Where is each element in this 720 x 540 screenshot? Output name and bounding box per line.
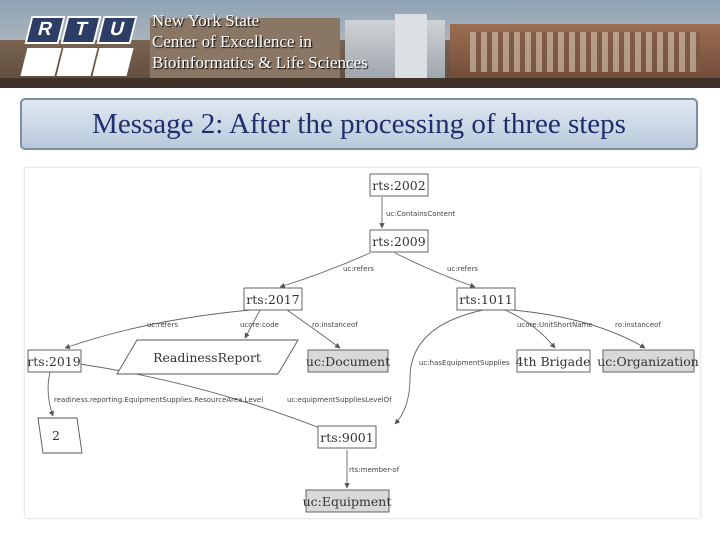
edge-label-unit-short-name: ucore:UnitShortName: [517, 321, 593, 329]
node-rts2017: rts:2017: [246, 292, 299, 307]
node-box-document: [307, 349, 389, 373]
edge-label-refers-2017: uc:refers: [147, 321, 178, 329]
building-left: [150, 18, 340, 78]
node-box-equipment: [305, 489, 390, 513]
edge-label-supplies-level-of: uc:equipmentSuppliesLevelOf: [287, 396, 392, 404]
node-rts1011: rts:1011: [459, 292, 512, 307]
node-box-rts9001: [317, 425, 377, 449]
rdf-graph-diagram: rts:2002 rts:2009 rts:2017 rts:1011 rts:…: [25, 168, 700, 518]
edge-label-has-equipment: uc:hasEquipmentSupplies: [419, 359, 510, 367]
building-windows: [470, 32, 700, 72]
edge-1011-to-9001: [394, 309, 484, 425]
node-box-rts2019: [27, 349, 82, 373]
edge-1011-to-brigade: [504, 309, 556, 349]
edge-label-instanceof-doc: ro:instanceof: [312, 321, 358, 329]
node-box-rts2017: [243, 287, 303, 311]
edge-2019-to-9001: [79, 363, 326, 431]
node-box-rts2009: [369, 229, 429, 253]
header-banner: R T U New York State Center of Excellenc…: [0, 0, 720, 88]
edge-label-contains-content: uc:ContainsContent: [386, 210, 455, 218]
node-4th-brigade: 4th Brigade: [515, 354, 590, 369]
edge-2017-to-2019: [64, 309, 251, 349]
logo-letter-t: T: [60, 16, 102, 44]
node-box-rts1011: [456, 287, 516, 311]
edge-2009-to-2017: [279, 252, 371, 289]
node-rts2019: rts:2019: [27, 354, 80, 369]
node-rts2002: rts:2002: [372, 178, 425, 193]
org-line-2: Center of Excellence in: [152, 32, 313, 51]
edge-label-refers-left: uc:refers: [343, 265, 374, 273]
ground-shadow: [0, 78, 720, 88]
slide-title: Message 2: After the processing of three…: [92, 107, 626, 140]
edge-label-refers-right: uc:refers: [447, 265, 478, 273]
edge-2019-to-two: [47, 371, 54, 417]
node-uc-organization: uc:Organization: [597, 354, 699, 369]
node-uc-equipment: uc:Equipment: [303, 494, 392, 509]
edge-label-readiness-level: readiness.reporting.EquipmentSupplies.Re…: [54, 396, 263, 404]
edge-label-instanceof-org: ro:instanceof: [615, 321, 661, 329]
graph-canvas: rts:2002 rts:2009 rts:2017 rts:1011 rts:…: [27, 173, 699, 513]
node-rts2009: rts:2009: [372, 234, 425, 249]
edge-1011-to-organization: [512, 309, 646, 349]
edge-label-ucore-code: ucore:code: [240, 321, 279, 329]
logo-tile: [56, 48, 98, 76]
edge-2017-to-readiness: [244, 309, 261, 339]
rtu-logo: R T U: [20, 12, 140, 80]
logo-tile: [20, 48, 62, 76]
logo-letter-u: U: [96, 16, 138, 44]
logo-tile: [92, 48, 134, 76]
node-box-rts2002: [369, 173, 429, 197]
node-box-brigade: [516, 349, 591, 373]
node-value-two: 2: [52, 428, 60, 443]
node-rts9001: rts:9001: [320, 430, 373, 445]
org-line-3: Bioinformatics & Life Sciences: [152, 53, 368, 72]
title-box: Message 2: After the processing of three…: [20, 98, 698, 150]
node-uc-document: uc:Document: [306, 354, 390, 369]
node-box-two: [37, 417, 83, 454]
node-box-organization: [602, 349, 695, 373]
edge-2017-to-document: [286, 309, 341, 349]
edge-label-member-of: rts:member-of: [349, 466, 400, 474]
organization-name: New York State Center of Excellence in B…: [152, 10, 368, 73]
node-box-readiness: [116, 339, 299, 375]
org-line-1: New York State: [152, 11, 260, 30]
building-tower: [395, 14, 427, 84]
node-readiness-report: ReadinessReport: [153, 350, 261, 365]
logo-letter-r: R: [24, 16, 66, 44]
edge-2009-to-1011: [394, 252, 476, 288]
